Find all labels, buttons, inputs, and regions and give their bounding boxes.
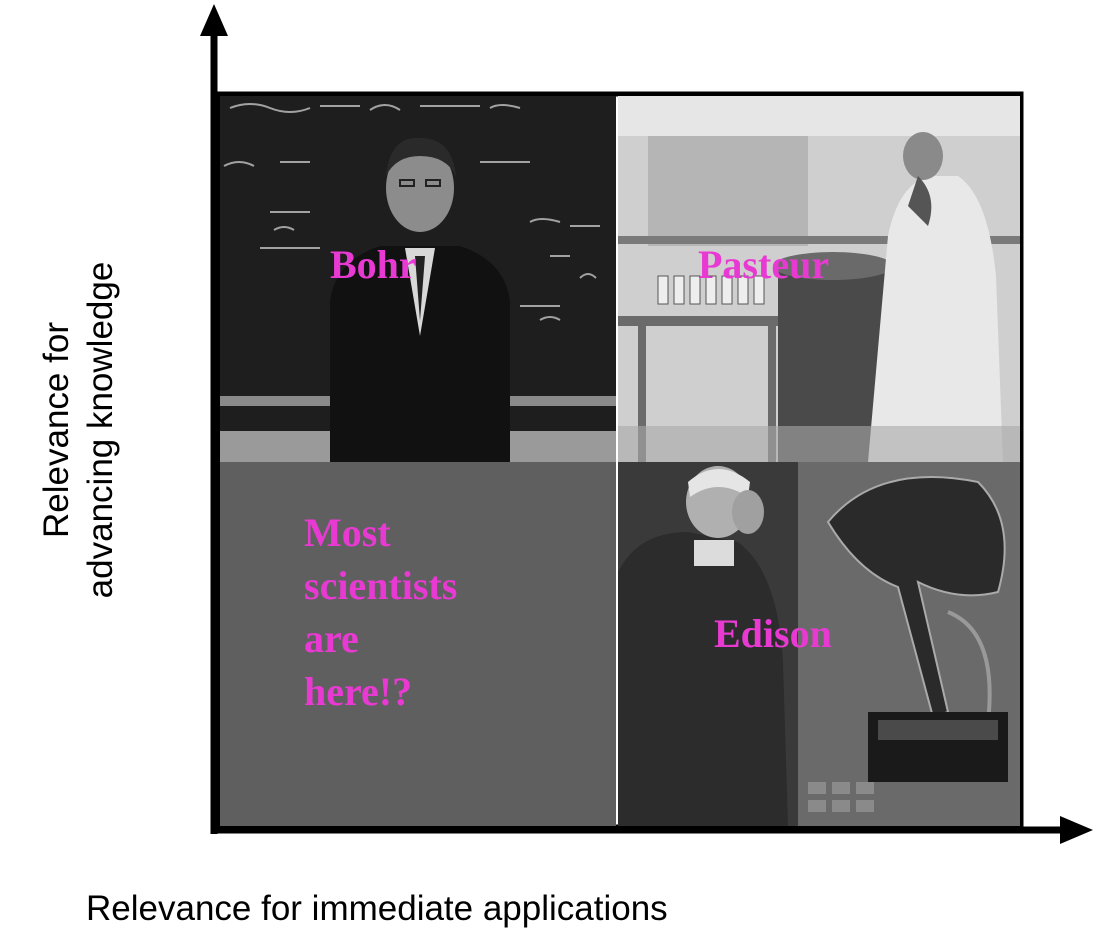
quadrant-most-scientists: Most scientists are here!? bbox=[220, 462, 616, 826]
bohr-label: Bohr bbox=[330, 242, 417, 287]
pasteur-laboratory-photo-icon bbox=[618, 96, 1020, 462]
x-axis-arrow-icon bbox=[1060, 816, 1093, 844]
y-axis-label-line1: Relevance for bbox=[37, 322, 76, 538]
bohr-chalkboard-photo-icon bbox=[220, 96, 616, 462]
quadrant-pasteur: Pasteur bbox=[618, 96, 1020, 462]
y-axis-arrow-icon bbox=[200, 4, 228, 36]
most-line-1: Most bbox=[304, 510, 391, 555]
most-line-4: here!? bbox=[304, 669, 413, 714]
quadrant-bohr: Bohr bbox=[220, 96, 616, 462]
matrix-frame bbox=[215, 91, 1024, 830]
edison-label: Edison bbox=[714, 611, 832, 656]
most-line-2: scientists bbox=[304, 563, 458, 608]
most-line-3: are bbox=[304, 616, 359, 661]
edison-phonograph-photo-icon bbox=[618, 462, 1020, 826]
most-scientists-text: Most scientists are here!? bbox=[304, 506, 457, 718]
quadrant-edison: Edison bbox=[618, 462, 1020, 826]
y-axis-label-line2: advancing knowledge bbox=[81, 261, 120, 599]
x-axis-label: Relevance for immediate applications bbox=[86, 889, 668, 928]
pasteur-label: Pasteur bbox=[698, 242, 830, 287]
y-axis-label: Relevance for advancing knowledge bbox=[24, 110, 134, 750]
